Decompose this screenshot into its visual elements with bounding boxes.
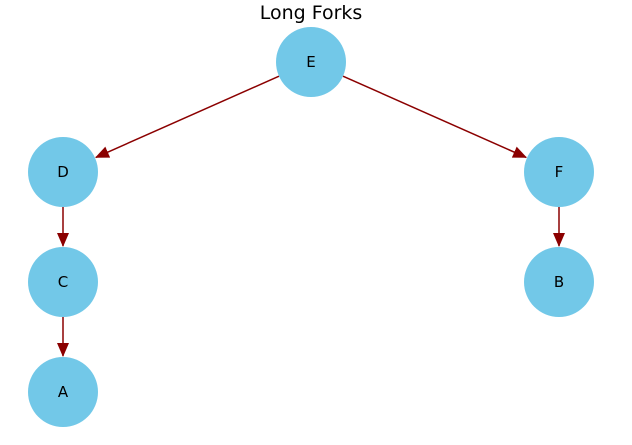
edge-e-f	[342, 75, 528, 159]
node-label: C	[58, 273, 68, 291]
node-c: C	[28, 247, 98, 317]
node-circle	[276, 27, 346, 97]
node-label: A	[58, 383, 69, 401]
nodes-layer: E D F C B A	[28, 27, 594, 427]
node-circle	[28, 247, 98, 317]
node-a: A	[28, 357, 98, 427]
node-f: F	[524, 137, 594, 207]
diagram-title: Long Forks	[260, 2, 363, 24]
node-b: B	[524, 247, 594, 317]
edges-layer	[57, 75, 565, 357]
node-circle	[28, 137, 98, 207]
node-label: F	[555, 163, 564, 181]
node-circle	[524, 137, 594, 207]
node-label: E	[306, 53, 315, 71]
edge-e-d	[94, 75, 280, 159]
node-label: D	[57, 163, 69, 181]
node-d: D	[28, 137, 98, 207]
node-e: E	[276, 27, 346, 97]
node-circle	[28, 357, 98, 427]
node-label: B	[554, 273, 564, 291]
node-circle	[524, 247, 594, 317]
